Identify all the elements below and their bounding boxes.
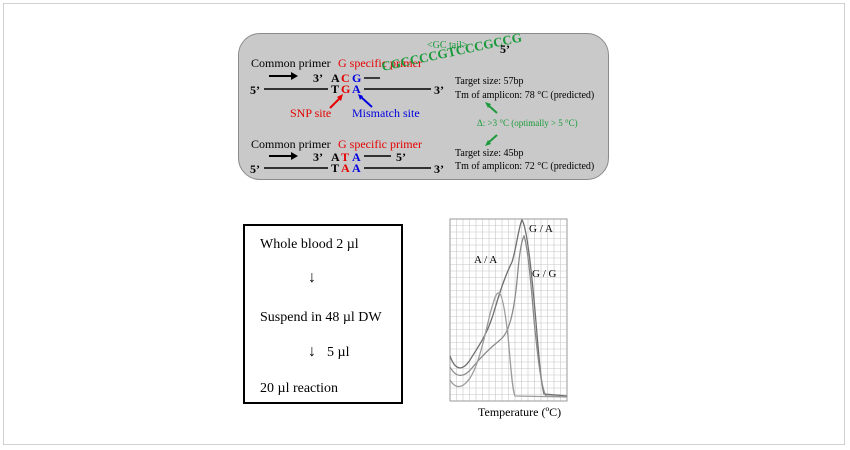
three-prime-label-bottom: 3’	[313, 150, 323, 164]
protocol-box: Whole blood 2 µl ↓ Suspend in 48 µl DW ↓…	[243, 224, 403, 404]
curve-label-g-g: G / G	[532, 268, 557, 280]
arrowhead-icon	[337, 94, 343, 101]
delta-arrow-up	[487, 104, 498, 114]
mismatch-site-arrow	[360, 96, 373, 108]
template-base-3-bottom: A	[352, 161, 361, 175]
common-primer-label-top: Common primer	[251, 56, 331, 70]
target-size-bottom: Target size: 45bp	[455, 148, 524, 159]
three-prime-template-top: 3’	[434, 83, 444, 97]
mismatch-site-label: Mismatch site	[352, 106, 420, 120]
five-prime-label-bottom: 5’	[250, 162, 260, 176]
primer-base-3-bottom: A	[352, 150, 361, 164]
arrowhead-icon	[485, 140, 491, 146]
protocol-arrow-1: ↓	[308, 269, 316, 286]
tm-bottom: Tm of amplicon: 72 °C (predicted)	[455, 161, 595, 172]
target-size-top: Target size: 57bp	[455, 76, 524, 87]
curve-label-a-a: A / A	[474, 254, 497, 266]
template-base-2-top: G	[341, 82, 351, 96]
figure-frame	[3, 3, 845, 445]
template-base-1-top: T	[331, 82, 340, 96]
snp-site-label: SNP site	[290, 106, 332, 120]
three-prime-label-top: 3’	[313, 71, 323, 85]
three-prime-template-bottom: 3’	[434, 162, 444, 176]
primer-base-2-bottom: T	[341, 150, 350, 164]
delta-arrow-down	[487, 134, 498, 144]
five-prime-label-top: 5’	[250, 83, 260, 97]
primer-base-1-bottom: A	[331, 150, 340, 164]
melt-chart-grid	[450, 219, 567, 401]
melt-curve-g-a	[449, 218, 568, 397]
curve-label-g-a: G / A	[529, 223, 553, 235]
melt-chart-plot-border	[449, 218, 568, 402]
melt-curve-a-a	[449, 292, 568, 398]
arrowhead-icon	[291, 152, 298, 160]
primer-base-1-top: A	[331, 71, 340, 85]
protocol-step-2: Suspend in 48 µl DW	[260, 310, 382, 325]
arrowhead-icon	[485, 102, 491, 108]
delta-tm-label: Δ: >3 °C (optimally > 5 °C)	[477, 118, 578, 128]
arrowhead-icon	[291, 72, 298, 80]
template-base-1-bottom: T	[331, 161, 340, 175]
melt-curve-g-g	[449, 234, 568, 398]
primer-base-3-top: G	[352, 71, 362, 85]
arrowhead-icon	[358, 94, 363, 100]
protocol-step-1: Whole blood 2 µl	[260, 237, 359, 252]
specific-primer-label-bottom: G specific primer	[338, 137, 422, 151]
template-base-2-bottom: A	[341, 161, 350, 175]
protocol-arrow-2: ↓	[308, 343, 316, 360]
common-primer-label-bottom: Common primer	[251, 137, 331, 151]
primer-diagram-panel	[238, 33, 609, 180]
melt-chart-xlabel: Temperature (ºC)	[478, 405, 561, 419]
five-prime-tail-label: 5’	[500, 42, 510, 56]
five-prime-primer-end-bottom: 5’	[396, 150, 406, 164]
primer-base-2-top: C	[341, 71, 350, 85]
template-base-3-top: A	[352, 82, 361, 96]
gc-tail-label: <GC tail>	[427, 40, 468, 51]
tm-top: Tm of amplicon: 78 °C (predicted)	[455, 90, 595, 101]
protocol-arrow-2-volume: 5 µl	[327, 345, 350, 360]
specific-primer-label-top: G specific primer	[338, 56, 422, 70]
protocol-step-3: 20 µl reaction	[260, 381, 339, 396]
